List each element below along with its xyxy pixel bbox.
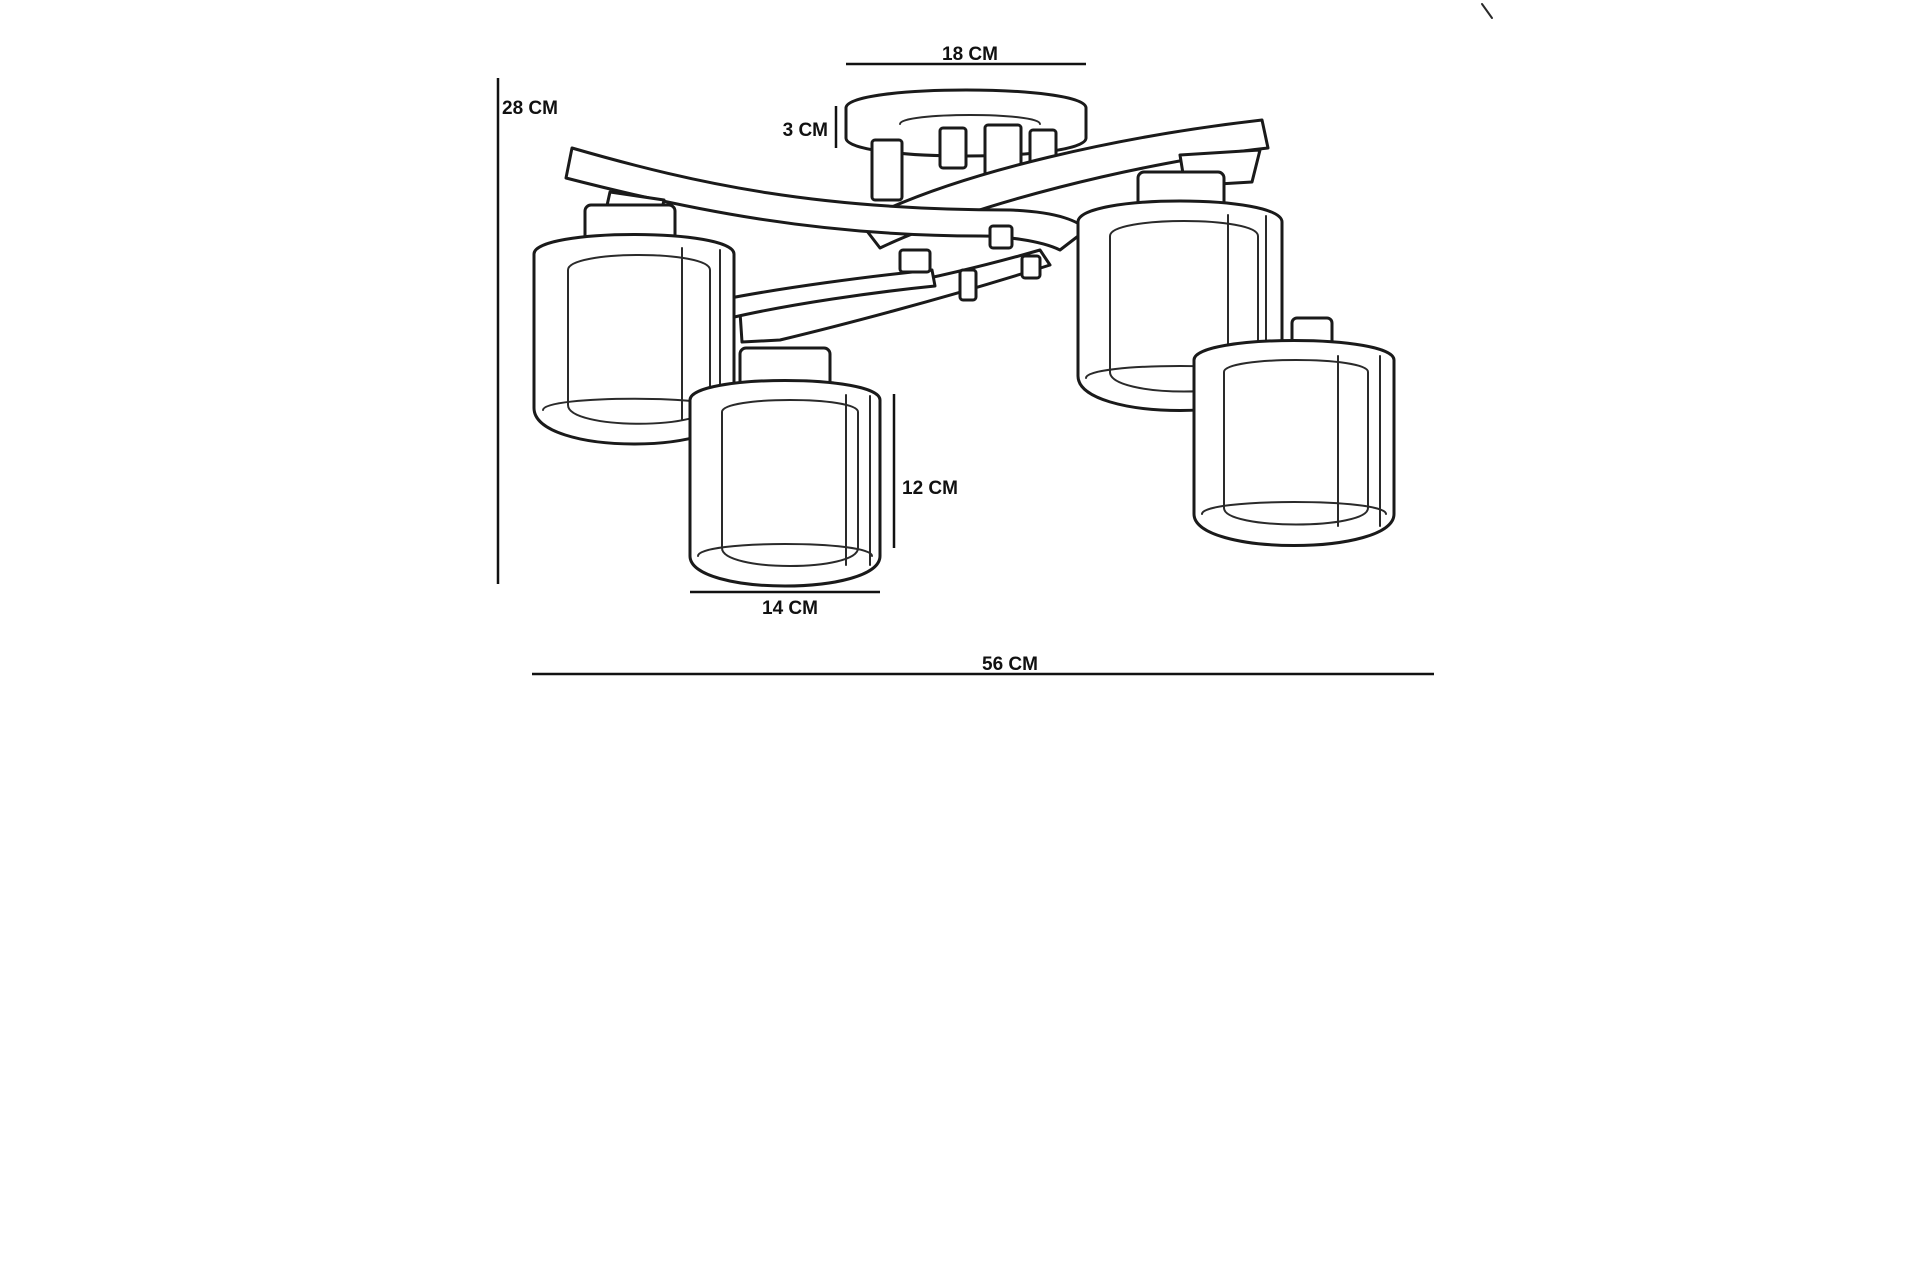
stray-mark <box>1481 3 1493 19</box>
dimension-annotations: 18 CM 3 CM 28 CM 12 CM 14 CM 56 CM <box>496 44 1434 676</box>
arm-lower <box>718 248 1052 344</box>
shade-left-upper <box>532 203 736 446</box>
shade-right-lower <box>1192 316 1396 547</box>
canopy-height-label: 3 CM <box>783 120 828 141</box>
total-height-label: 28 CM <box>502 98 558 119</box>
shade-left-lower <box>688 346 882 588</box>
shade-width-label: 14 CM <box>762 598 818 619</box>
ceiling-lamp-illustration <box>532 88 1396 588</box>
canopy-width-label: 18 CM <box>942 44 998 65</box>
shade-height-label: 12 CM <box>902 478 958 499</box>
total-width-label: 56 CM <box>982 654 1038 675</box>
